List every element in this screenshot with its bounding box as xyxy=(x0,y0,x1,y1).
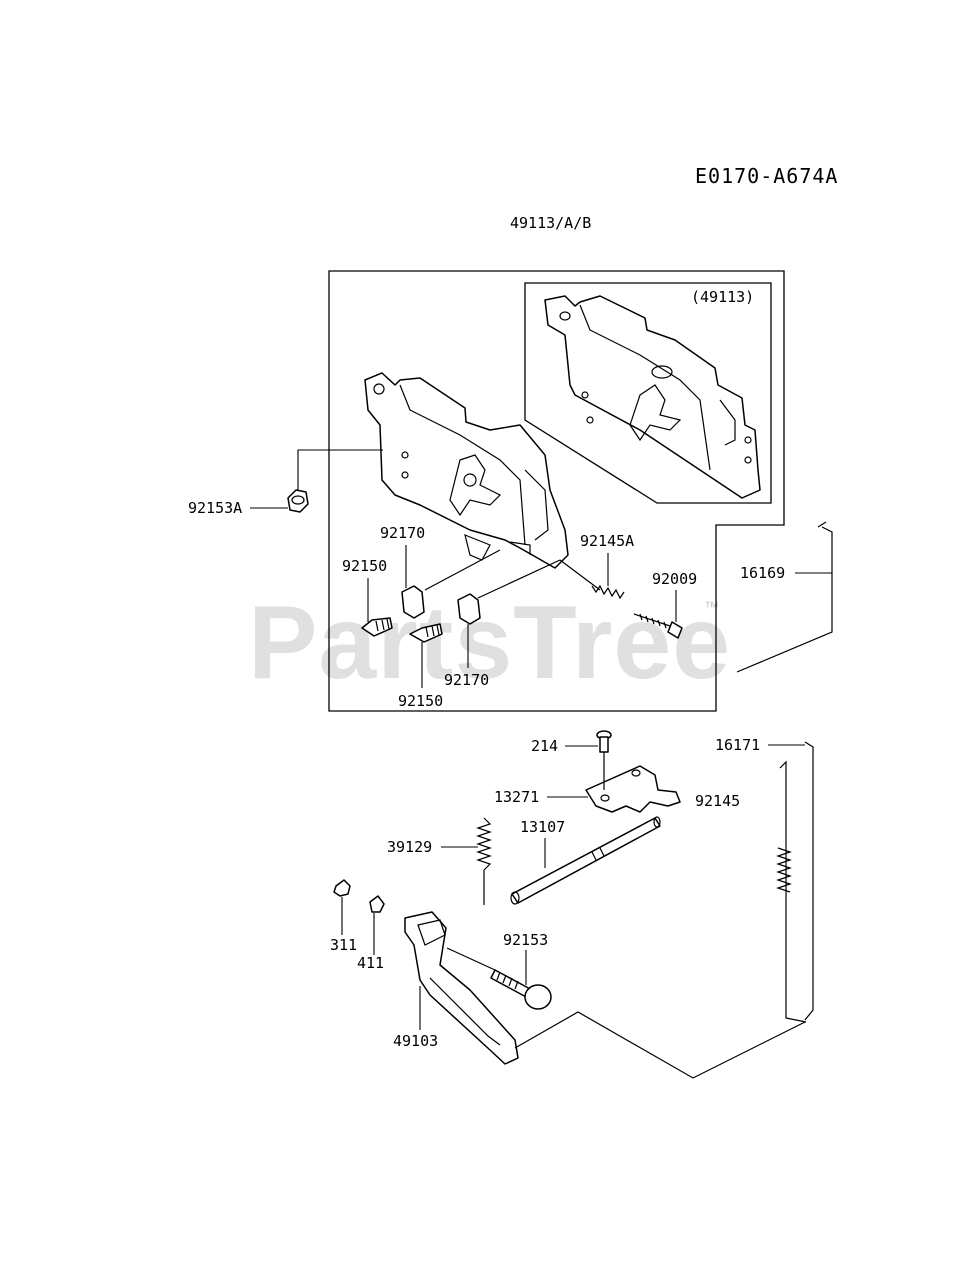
lever-rod-link xyxy=(514,1011,806,1079)
bolt-92150-lower xyxy=(409,623,443,643)
spring-39129 xyxy=(476,817,492,905)
spring-92145A xyxy=(591,584,625,600)
assembly-label: 49113/A/B xyxy=(510,214,591,232)
callout-411: 411 xyxy=(357,954,384,972)
callout-92170-upper: 92170 xyxy=(380,524,425,542)
callout-16171: 16171 xyxy=(715,736,760,754)
lever-bolt-link xyxy=(446,947,496,971)
watermark: PartsTree xyxy=(248,585,731,701)
callout-49103: 49103 xyxy=(393,1032,438,1050)
callout-16169: 16169 xyxy=(740,564,785,582)
leader-92153A-up xyxy=(297,449,383,490)
governor-plate-main xyxy=(364,372,569,569)
plate-13271 xyxy=(585,752,681,813)
assembly-frame xyxy=(328,270,785,712)
callout-39129: 39129 xyxy=(387,838,432,856)
rod-16171 xyxy=(776,741,814,1023)
assembly-link-lines xyxy=(424,549,601,599)
diagram-code: E0170-A674A xyxy=(695,164,838,188)
clip-92170-lower xyxy=(457,593,481,625)
callout-13107: 13107 xyxy=(520,818,565,836)
rod-16169 xyxy=(736,521,833,673)
callout-92145: 92145 xyxy=(695,792,740,810)
inset-label: (49113) xyxy=(691,288,754,306)
shaft-13107 xyxy=(510,816,661,905)
callout-92009: 92009 xyxy=(652,570,697,588)
watermark-trademark: ™ xyxy=(704,599,719,616)
nut-311 xyxy=(333,879,351,897)
governor-plate-49113-inset xyxy=(544,295,761,499)
callout-214: 214 xyxy=(531,737,558,755)
callout-92150-lower: 92150 xyxy=(398,692,443,710)
callout-92170-lower: 92170 xyxy=(444,671,489,689)
callout-311: 311 xyxy=(330,936,357,954)
bolt-92153 xyxy=(490,969,552,1010)
clip-92170-upper xyxy=(401,585,425,619)
washer-411 xyxy=(369,895,385,913)
callout-92150-upper: 92150 xyxy=(342,557,387,575)
screw-92009 xyxy=(633,613,683,639)
governor-lever-49103 xyxy=(404,911,519,1065)
callout-92145A: 92145A xyxy=(580,532,634,550)
callout-92153: 92153 xyxy=(503,931,548,949)
bolt-92150-upper xyxy=(361,617,393,637)
callout-92153A: 92153A xyxy=(188,499,242,517)
callout-13271: 13271 xyxy=(494,788,539,806)
bolt-92153A xyxy=(287,489,309,513)
screw-214 xyxy=(596,730,612,753)
